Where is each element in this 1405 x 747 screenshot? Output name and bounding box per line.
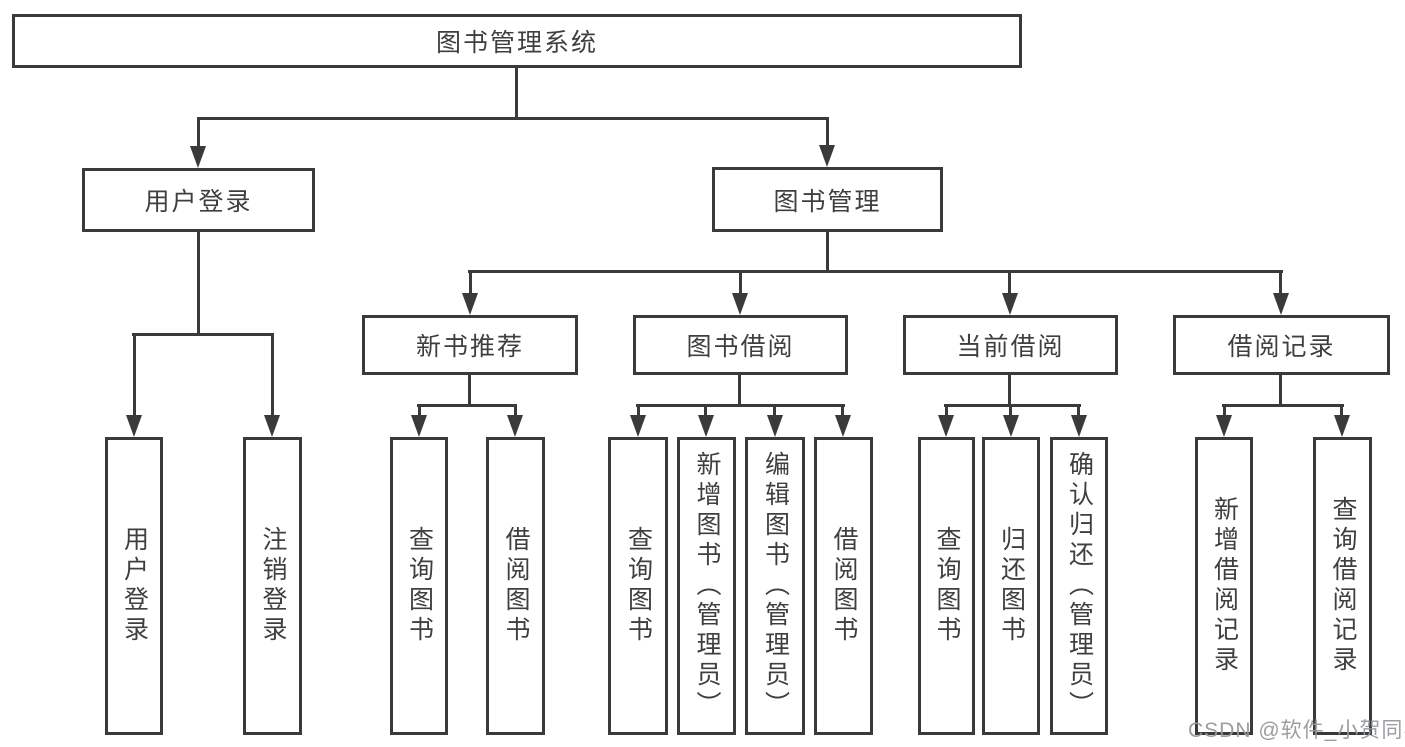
- arrow-down-icon: [767, 415, 783, 437]
- arrow-down-icon: [1216, 415, 1232, 437]
- arrow-down-icon: [126, 415, 142, 437]
- arrow-down-icon: [630, 415, 646, 437]
- connector-line: [1223, 404, 1226, 417]
- leaf-edit-book-admin: 编辑图书（管理员）: [745, 437, 805, 735]
- connector-line: [1009, 404, 1012, 417]
- connector-line: [1340, 404, 1343, 417]
- connector-line: [1077, 404, 1080, 417]
- leaf-add-book-admin: 新增图书（管理员）: [677, 437, 736, 735]
- connector-line: [1279, 375, 1282, 406]
- arrow-down-icon: [462, 293, 478, 315]
- connector-line: [704, 404, 707, 417]
- leaf-query-borrow-record: 查询借阅记录: [1313, 437, 1372, 735]
- csdn-watermark: CSDN @软件_小贺同学: [1188, 719, 1405, 742]
- arrow-down-icon: [1273, 293, 1289, 315]
- connector-line: [515, 68, 518, 119]
- leaf-user-login: 用户登录: [105, 437, 163, 735]
- connector-line: [271, 333, 274, 417]
- node-book-borrow: 图书借阅: [633, 315, 848, 375]
- node-borrow-records: 借阅记录: [1173, 315, 1390, 375]
- node-book-management: 图书管理: [712, 167, 943, 232]
- arrow-down-icon: [698, 415, 714, 437]
- connector-line: [197, 117, 200, 148]
- connector-line: [197, 232, 200, 336]
- connector-line: [469, 270, 472, 295]
- connector-line: [468, 270, 1283, 273]
- node-new-book-recommend: 新书推荐: [362, 315, 578, 375]
- leaf-label: 确认归还（管理员）: [1065, 451, 1094, 721]
- arrow-down-icon: [264, 415, 280, 437]
- node-current-borrow: 当前借阅: [903, 315, 1118, 375]
- leaf-label: 借阅图书: [830, 526, 858, 646]
- connector-line: [133, 333, 136, 417]
- leaf-query-books-recommend: 查询图书: [390, 437, 448, 735]
- leaf-label: 注销登录: [259, 526, 287, 646]
- connector-line: [1279, 270, 1282, 295]
- arrow-down-icon: [938, 415, 954, 437]
- leaf-borrow-books-borrow: 借阅图书: [814, 437, 873, 735]
- connector-line: [739, 270, 742, 295]
- connector-line: [636, 404, 845, 407]
- leaf-add-borrow-record: 新增借阅记录: [1195, 437, 1253, 735]
- arrow-down-icon: [835, 415, 851, 437]
- arrow-down-icon: [411, 415, 427, 437]
- leaf-label: 编辑图书（管理员）: [761, 451, 790, 721]
- connector-line: [468, 375, 471, 406]
- leaf-label: 查询借阅记录: [1329, 496, 1357, 676]
- leaf-query-books-current: 查询图书: [918, 437, 975, 735]
- connector-line: [841, 404, 844, 417]
- leaf-query-books-borrow: 查询图书: [608, 437, 668, 735]
- leaf-label: 查询图书: [405, 526, 434, 646]
- arrow-down-icon: [1003, 415, 1019, 437]
- arrow-down-icon: [1002, 293, 1018, 315]
- leaf-label: 借阅图书: [502, 526, 530, 646]
- connector-line: [738, 375, 741, 406]
- connector-line: [197, 117, 829, 120]
- leaf-label: 用户登录: [120, 526, 149, 646]
- leaf-confirm-return-admin: 确认归还（管理员）: [1050, 437, 1108, 735]
- connector-line: [514, 404, 517, 417]
- leaf-label: 查询图书: [933, 526, 961, 646]
- leaf-label: 查询图书: [624, 526, 653, 646]
- arrow-down-icon: [190, 146, 206, 168]
- arrow-down-icon: [1071, 415, 1087, 437]
- arrow-down-icon: [1334, 415, 1350, 437]
- connector-line: [1008, 375, 1011, 406]
- arrow-down-icon: [819, 145, 835, 167]
- arrow-down-icon: [732, 293, 748, 315]
- node-user-login: 用户登录: [82, 168, 315, 232]
- connector-line: [826, 232, 829, 273]
- leaf-label: 新增借阅记录: [1210, 496, 1239, 676]
- connector-line: [418, 404, 421, 417]
- leaf-return-books: 归还图书: [982, 437, 1040, 735]
- node-root: 图书管理系统: [12, 14, 1022, 68]
- connector-line: [773, 404, 776, 417]
- leaf-label: 新增图书（管理员）: [693, 451, 721, 721]
- leaf-label: 归还图书: [997, 526, 1026, 646]
- leaf-logout: 注销登录: [243, 437, 302, 735]
- arrow-down-icon: [507, 415, 523, 437]
- leaf-borrow-books-recommend: 借阅图书: [486, 437, 545, 735]
- connector-line: [944, 404, 1081, 407]
- connector-line: [637, 404, 640, 417]
- connector-line: [945, 404, 948, 417]
- connector-line: [826, 117, 829, 147]
- connector-line: [1008, 270, 1011, 295]
- connector-line: [417, 404, 517, 407]
- connector-line: [132, 333, 274, 336]
- connector-line: [1222, 404, 1344, 407]
